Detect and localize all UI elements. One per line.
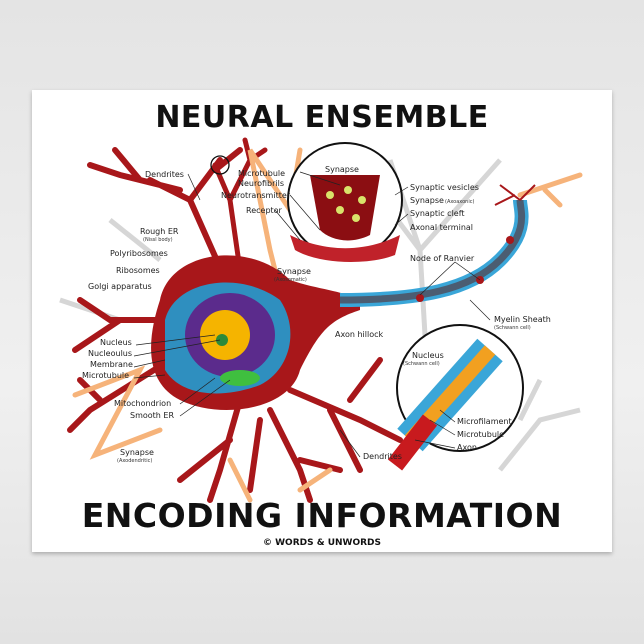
label-microtubule: Microtubule bbox=[82, 371, 129, 380]
poster-title-bottom: ENCODING INFORMATION bbox=[81, 496, 563, 535]
poster-title-top: NEURAL ENSEMBLE bbox=[155, 100, 489, 135]
postsynaptic bbox=[290, 235, 400, 262]
synaptic-vesicles bbox=[326, 186, 366, 222]
label-myelin-sheath: Myelin Sheath bbox=[494, 315, 551, 324]
presynaptic-terminal bbox=[310, 175, 380, 241]
label-rough-er-sub: (Nissl body) bbox=[143, 237, 173, 243]
label-nucleolus: Nucleoulus bbox=[88, 349, 132, 358]
label-ribosomes: Ribosomes bbox=[116, 266, 160, 275]
label-synapse-axosomatic-sub: (Axosomatic) bbox=[274, 277, 307, 283]
label-nucleus: Nucleus bbox=[100, 338, 132, 347]
label-microtubule-inset: Microtubule bbox=[457, 430, 504, 439]
label-golgi: Golgi apparatus bbox=[88, 282, 152, 291]
label-synapse-axosomatic: Synapse bbox=[277, 267, 311, 276]
axon-core bbox=[339, 199, 526, 304]
label-microtubule-top: Microtubule bbox=[238, 169, 285, 178]
smooth-er-shape bbox=[220, 370, 260, 386]
label-synapse-axoaxonic-sub: (Axoaxonic) bbox=[445, 199, 474, 205]
label-nucleus-schwann: Nucleus bbox=[412, 351, 444, 360]
label-synaptic-vesicles: Synaptic vesicles bbox=[410, 183, 479, 192]
label-microfilament: Microfilament bbox=[457, 417, 512, 426]
inset-axon bbox=[387, 414, 438, 471]
label-mitochondrion: Mitochondrion bbox=[114, 399, 171, 408]
label-neurotransmitter: Neurotransmitter bbox=[221, 191, 291, 200]
label-synapse-axodendritic: Synapse bbox=[120, 448, 154, 457]
label-myelin-sheath-sub: (Schwann cell) bbox=[494, 325, 531, 331]
label-receptor: Receptor bbox=[246, 206, 283, 215]
label-synaptic-cleft: Synaptic cleft bbox=[410, 209, 465, 218]
synapse-magnifier-ring bbox=[210, 155, 230, 175]
label-dendrites-bottom: Dendrites bbox=[363, 452, 402, 461]
copyright-text: © WORDS & UNWORDS bbox=[262, 538, 381, 548]
label-synapse-axoaxonic: Synapse bbox=[410, 196, 444, 205]
labels: Dendrites Microtubule Neurofibrils Neuro… bbox=[82, 165, 551, 464]
label-axon-hillock: Axon hillock bbox=[335, 330, 384, 339]
axon-terminal bbox=[494, 184, 536, 206]
leader-lines bbox=[133, 171, 491, 458]
label-nucleus-schwann-sub: (Schwann cell) bbox=[403, 361, 440, 367]
label-membrane: Membrane bbox=[90, 360, 133, 369]
nodes-of-ranvier bbox=[416, 236, 514, 302]
label-polyribosomes: Polyribosomes bbox=[110, 249, 168, 258]
label-smooth-er: Smooth ER bbox=[130, 411, 174, 420]
label-node-of-ranvier: Node of Ranvier bbox=[410, 254, 475, 263]
label-axon: Axon bbox=[457, 443, 477, 452]
label-synapse-inset: Synapse bbox=[325, 165, 359, 174]
label-axonal-terminal: Axonal terminal bbox=[410, 223, 473, 232]
nucleolus-shape bbox=[216, 334, 228, 346]
label-rough-er: Rough ER bbox=[140, 227, 179, 236]
label-neurofibrils: Neurofibrils bbox=[238, 179, 284, 188]
label-dendrites-top: Dendrites bbox=[145, 170, 184, 179]
label-synapse-axodendritic-sub: (Axodendritic) bbox=[117, 458, 152, 464]
